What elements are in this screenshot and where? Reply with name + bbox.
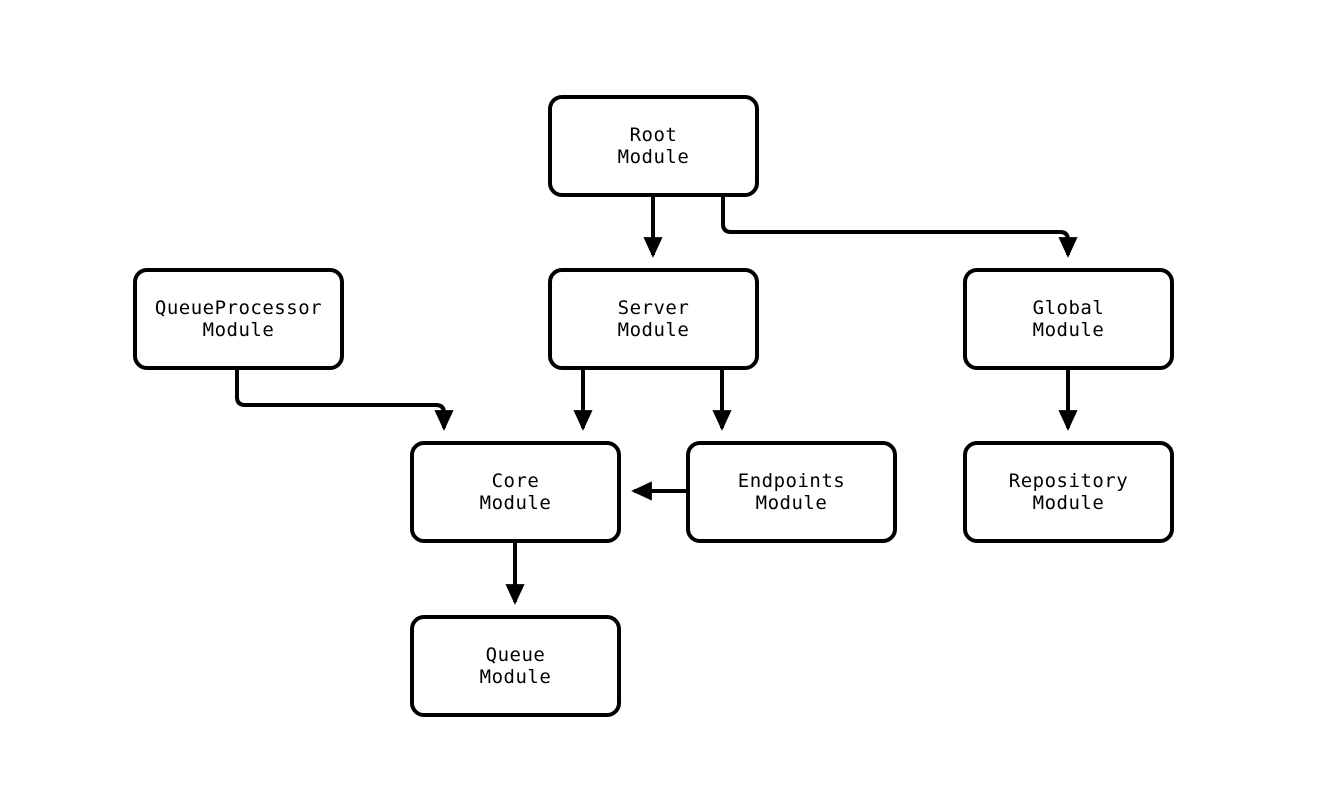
node-core-module-label: Core Module [479,470,552,514]
node-global-module-label: Global Module [1032,297,1105,341]
node-server-module[interactable]: Server Module [548,268,759,370]
node-root-module-label: Root Module [617,124,690,168]
node-repository-module[interactable]: Repository Module [963,441,1174,543]
node-repository-module-label: Repository Module [1008,470,1129,514]
node-queue-module-label: Queue Module [479,644,552,688]
node-queue-module[interactable]: Queue Module [410,615,621,717]
node-queueprocessor-module[interactable]: QueueProcessor Module [133,268,344,370]
node-global-module[interactable]: Global Module [963,268,1174,370]
node-core-module[interactable]: Core Module [410,441,621,543]
node-endpoints-module[interactable]: Endpoints Module [686,441,897,543]
node-queueprocessor-module-label: QueueProcessor Module [154,297,323,341]
node-root-module[interactable]: Root Module [548,95,759,197]
node-endpoints-module-label: Endpoints Module [737,470,846,514]
edge-queueprocessor-core [235,370,454,431]
node-server-module-label: Server Module [617,297,690,341]
edge-root-global [721,197,1078,258]
